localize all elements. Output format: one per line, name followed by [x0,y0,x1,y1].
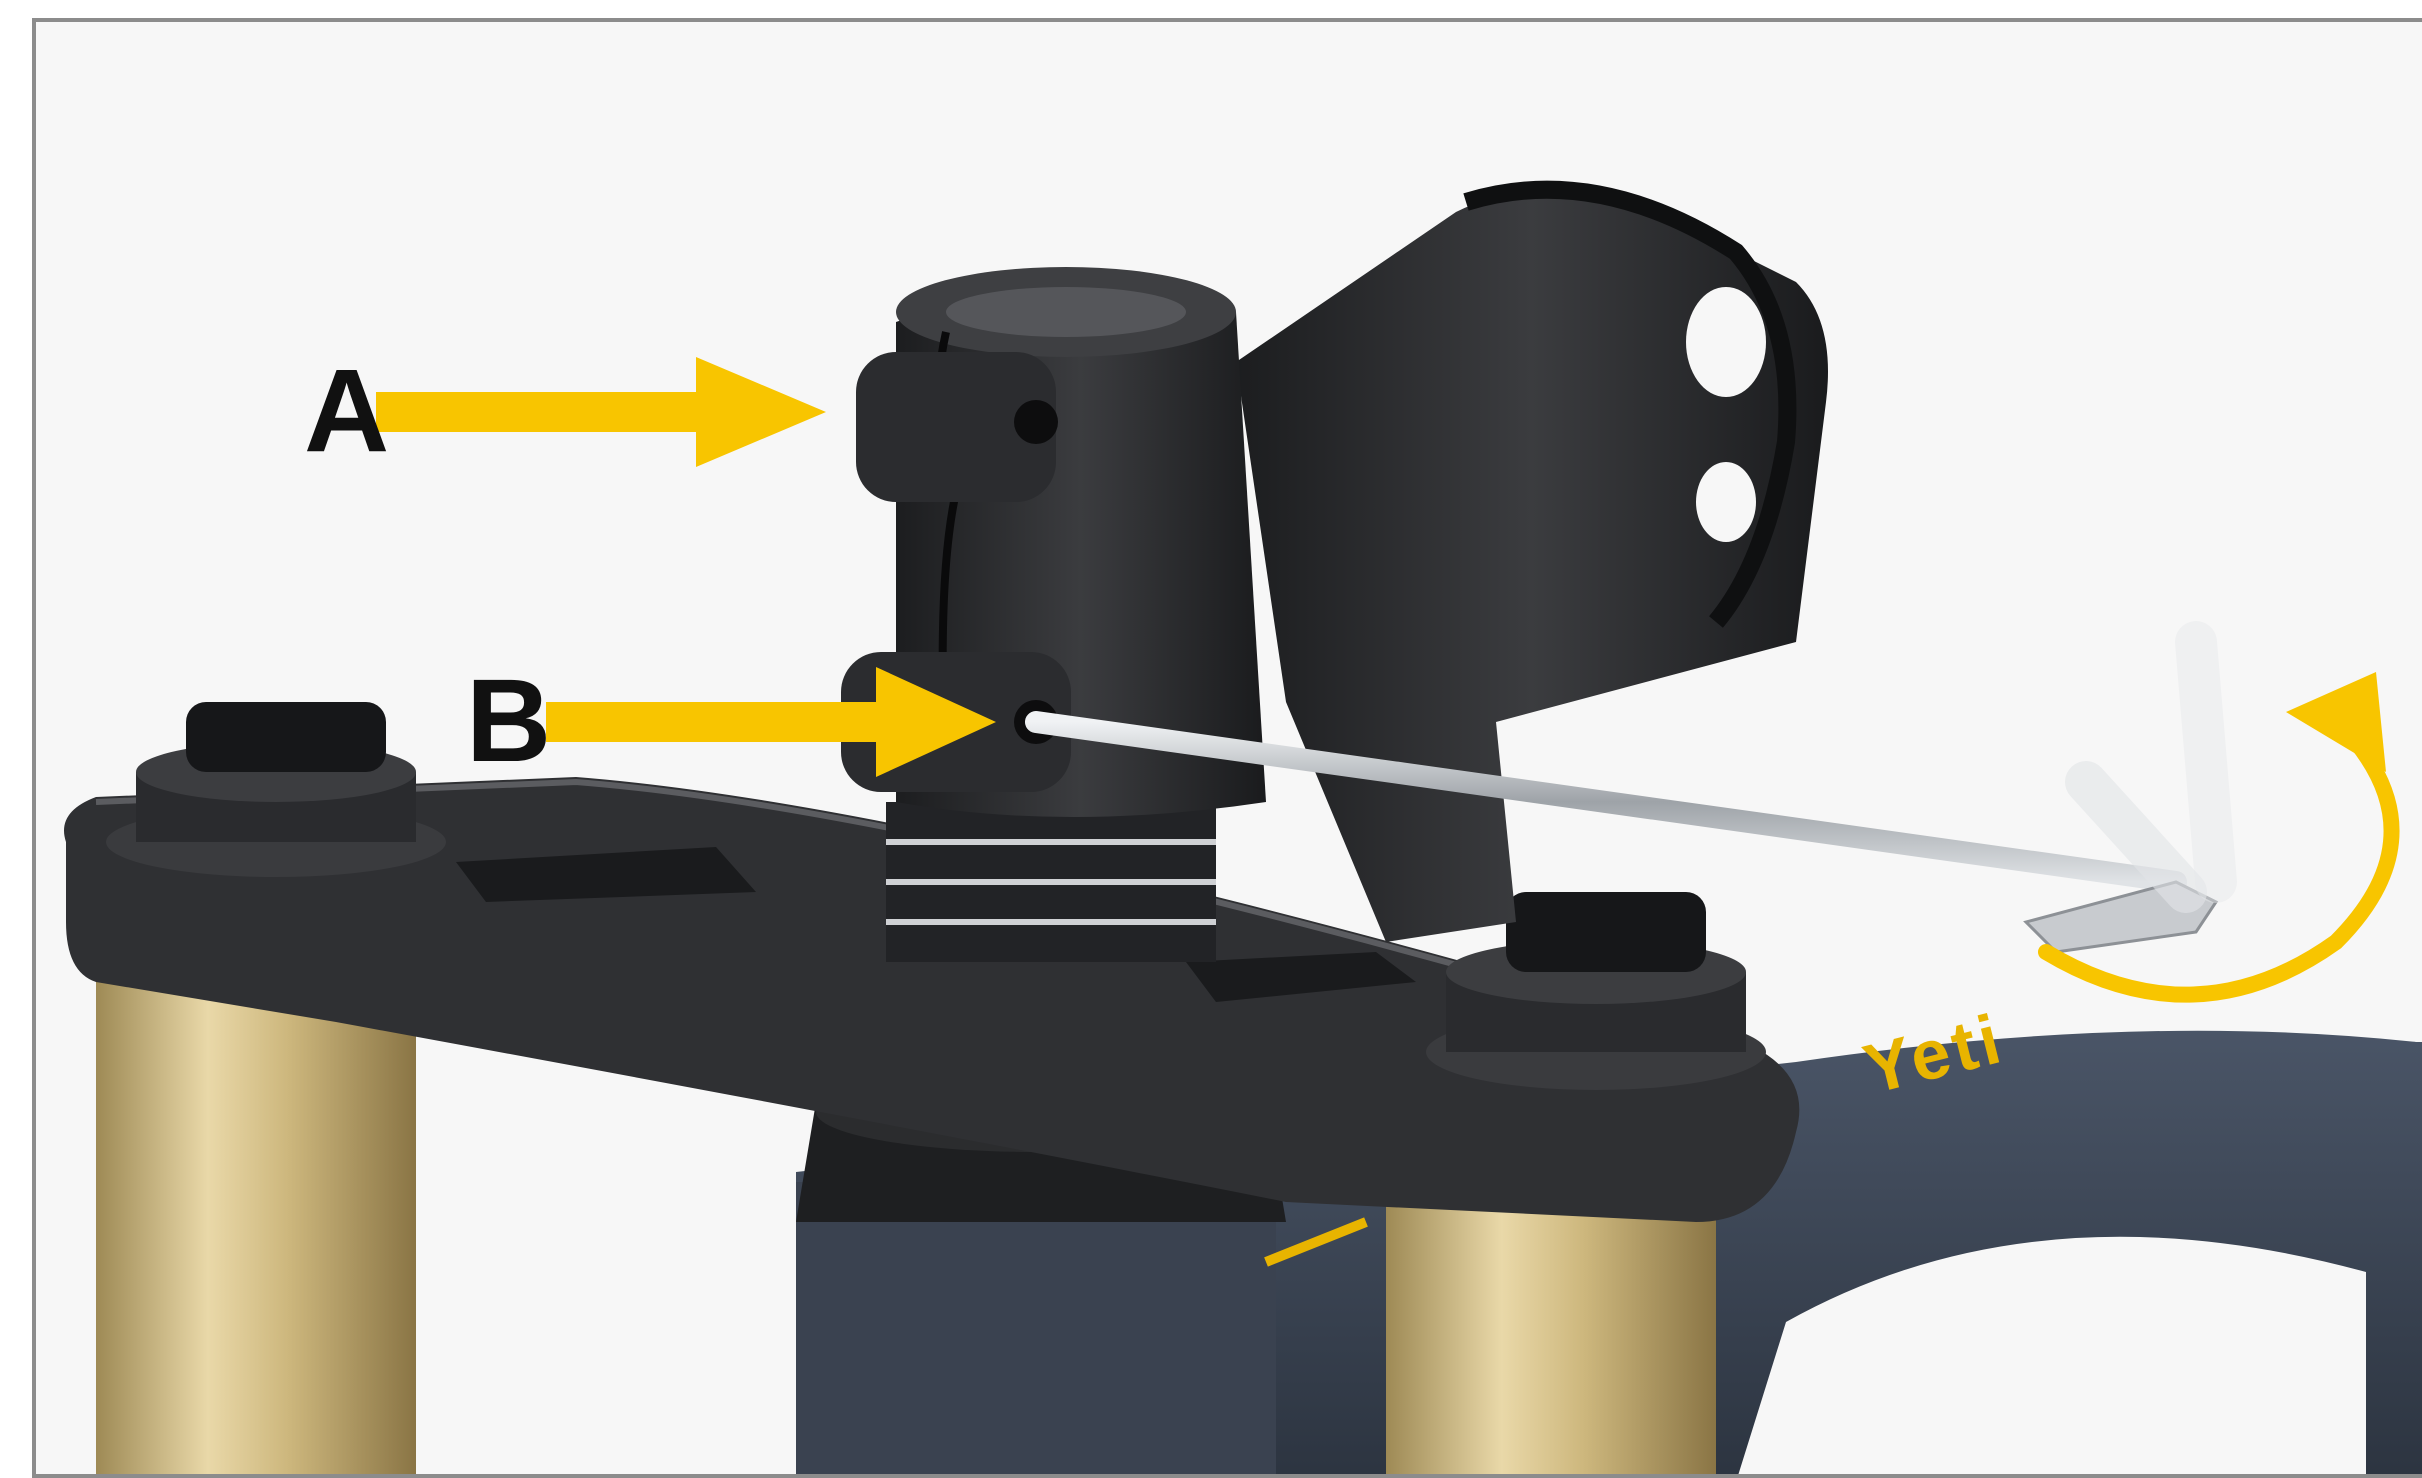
callout-arrow-a [376,357,826,467]
fork-top-cap-left [106,702,446,877]
stem [841,180,1828,942]
illustration-frame: A B Yeti [32,18,2422,1478]
callout-label-b: B [466,655,552,787]
fork-stanchions [96,982,1716,1474]
curved-arrow-clockwise-icon [2038,672,2400,1003]
hex-key [1025,621,2237,954]
callout-arrow-b [546,667,996,777]
fork-top-cap-right [1426,892,1766,1090]
callout-label-a: A [304,345,390,477]
bike-stem-illustration [64,180,2422,1474]
headset-spacers [886,802,1216,962]
